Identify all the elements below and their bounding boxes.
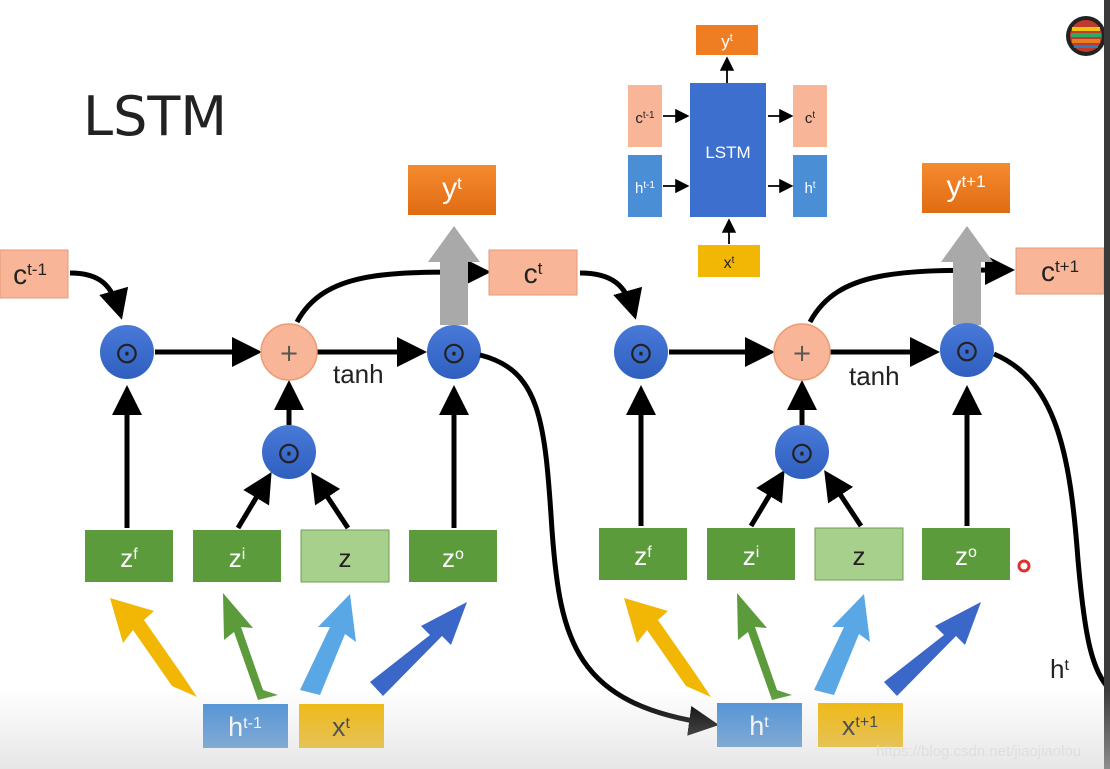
gate-label-zf: zf bbox=[634, 541, 652, 571]
gate-label-z: z bbox=[339, 543, 352, 573]
multiply-icon: ⊙ bbox=[628, 336, 653, 371]
multiply-icon: ⊙ bbox=[789, 436, 814, 471]
c-next-label: ct+1 bbox=[1041, 256, 1079, 287]
output-multiply-node bbox=[427, 325, 481, 379]
inset-x-box bbox=[698, 245, 760, 277]
tanh-label: tanh bbox=[333, 359, 384, 389]
gate-box-zf bbox=[85, 530, 173, 582]
cursor-dot bbox=[1017, 559, 1031, 573]
c-t-label: ct bbox=[524, 258, 543, 289]
page-title: LSTM bbox=[83, 85, 227, 148]
inset-c-out-label: ct bbox=[805, 110, 816, 128]
gate-label-zo: zo bbox=[955, 541, 977, 571]
output-gray-arrow bbox=[428, 226, 480, 325]
multiply-icon: ⊙ bbox=[114, 336, 139, 371]
multiply-icon: ⊙ bbox=[276, 436, 301, 471]
lstm-inset: yt LSTM ct-1 ht-1 ct ht xt bbox=[628, 25, 827, 277]
plus-icon: + bbox=[279, 339, 299, 367]
green-input-arrow bbox=[737, 593, 792, 700]
inset-h-out-label: ht bbox=[804, 180, 815, 198]
inset-c-in-label: ct-1 bbox=[635, 110, 655, 128]
plus-icon: + bbox=[792, 339, 812, 367]
gate-box-zo bbox=[922, 528, 1010, 580]
c-t-box bbox=[488, 249, 578, 296]
watermark: https://blog.csdn.net/jiaojiaolou bbox=[876, 743, 1081, 760]
inset-y-label: yt bbox=[721, 32, 733, 51]
gate-box-zf bbox=[599, 528, 687, 580]
inset-c-out-box bbox=[793, 85, 827, 147]
input-arrows bbox=[110, 593, 467, 700]
forget-multiply-node bbox=[100, 325, 154, 379]
inset-lstm-block bbox=[690, 83, 766, 217]
inset-lstm-label: LSTM bbox=[705, 143, 750, 162]
yellow-input-arrow bbox=[110, 598, 197, 697]
gate-label-zi: zi bbox=[229, 543, 246, 573]
c-prev-label: ct-1 bbox=[13, 259, 47, 290]
inset-c-in-box bbox=[628, 85, 662, 147]
inset-y-box bbox=[696, 25, 758, 55]
output-multiply-node bbox=[940, 323, 994, 377]
c-next-box bbox=[1015, 247, 1105, 295]
inset-x-label: xt bbox=[724, 255, 735, 273]
green-input-arrow bbox=[223, 593, 278, 700]
left-cell: zf zi z zo ⊙ ⊙ ⊙ + tanh ct-1 ct bbox=[0, 165, 719, 748]
gate-label-zo: zo bbox=[442, 543, 464, 573]
input-multiply-node bbox=[775, 425, 829, 479]
blue-input-arrow bbox=[370, 602, 467, 696]
yellow-input-arrow bbox=[624, 598, 711, 697]
y-next-label: yt+1 bbox=[946, 170, 985, 203]
gate-label-zi: zi bbox=[743, 541, 760, 571]
avatar[interactable] bbox=[1066, 16, 1106, 56]
gate-label-zf: zf bbox=[120, 543, 138, 573]
c-prev-box bbox=[0, 249, 69, 299]
tanh-label: tanh bbox=[849, 361, 900, 391]
y-t-box bbox=[408, 165, 496, 215]
gate-box-zi bbox=[707, 528, 795, 580]
multiply-icon: ⊙ bbox=[441, 336, 466, 371]
lightblue-input-arrow bbox=[814, 594, 870, 695]
multiply-icon: ⊙ bbox=[954, 334, 979, 369]
cell-plus-node bbox=[260, 323, 318, 381]
inset-h-in-label: ht-1 bbox=[635, 180, 655, 198]
inset-h-out-box bbox=[793, 155, 827, 217]
y-next-box bbox=[922, 163, 1010, 213]
h-out-label: ht bbox=[1050, 654, 1069, 684]
input-arrows bbox=[624, 593, 981, 700]
gate-label-z: z bbox=[853, 541, 866, 571]
cell-plus-node bbox=[773, 323, 831, 381]
forget-multiply-node bbox=[614, 325, 668, 379]
gate-box-zo bbox=[409, 530, 497, 582]
gate-box-z bbox=[300, 529, 390, 583]
right-cell: zf zi z zo ⊙ ⊙ ⊙ + tanh ct+1 yt+1 ht xt+… bbox=[579, 163, 1110, 747]
input-multiply-node bbox=[262, 425, 316, 479]
output-gray-arrow bbox=[941, 226, 993, 325]
window-edge bbox=[1104, 0, 1110, 769]
y-t-label: yt bbox=[442, 172, 462, 205]
lightblue-input-arrow bbox=[300, 594, 356, 695]
gate-box-zi bbox=[193, 530, 281, 582]
blue-input-arrow bbox=[884, 602, 981, 696]
gate-box-z bbox=[814, 527, 904, 581]
inset-h-in-box bbox=[628, 155, 662, 217]
